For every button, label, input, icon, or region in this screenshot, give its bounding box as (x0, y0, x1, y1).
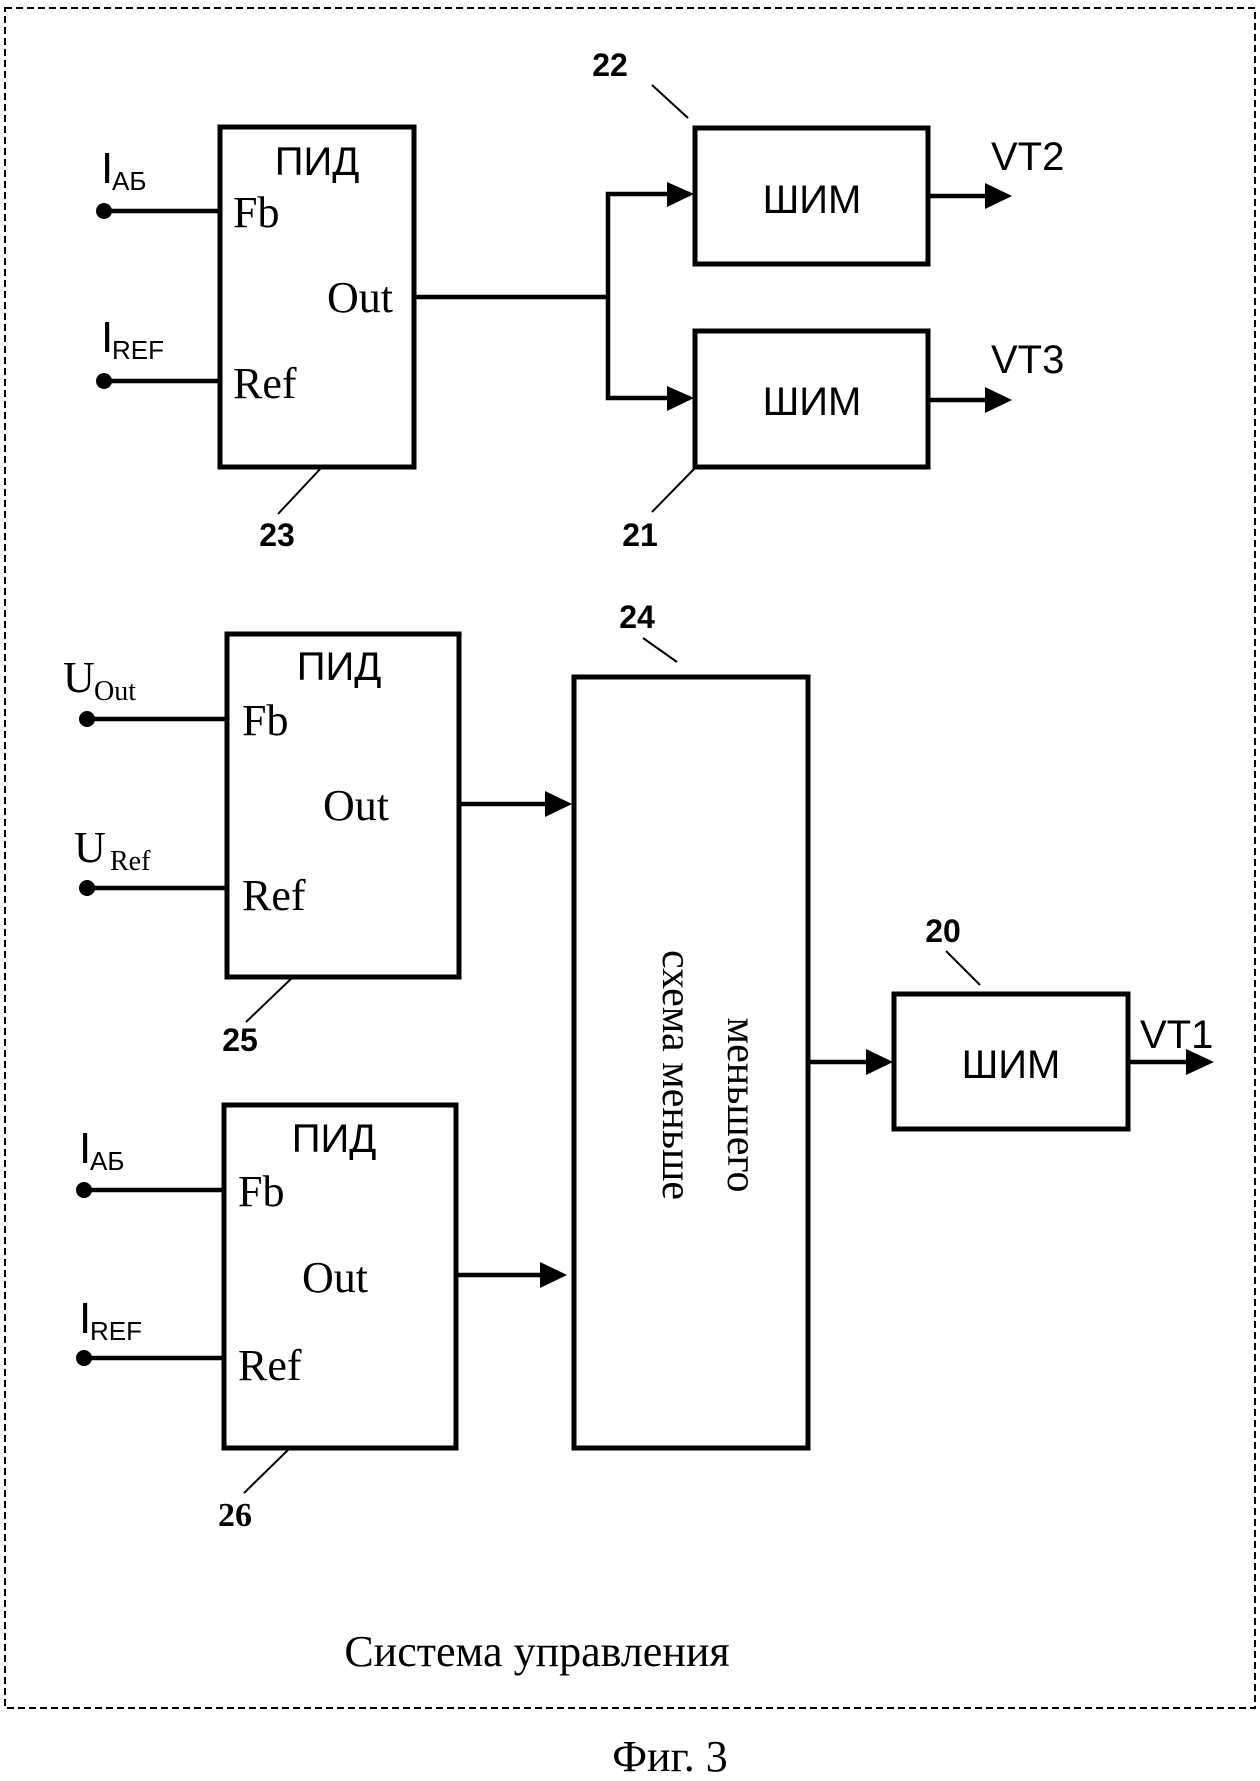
pid-25-port-ref: Ref (242, 871, 306, 920)
output-vt3-label: VT3 (991, 338, 1064, 382)
pid-23-port-out: Out (327, 273, 393, 322)
min-selector-label-line1: схема меньше (653, 950, 699, 1200)
pid-25-output-arrow (545, 791, 572, 817)
output-vt1-label: VT1 (1140, 1013, 1213, 1057)
pid-26-port-out: Out (302, 1253, 368, 1302)
pid-26-port-fb: Fb (238, 1167, 284, 1216)
pwm-22-label: ШИМ (763, 178, 862, 222)
input-label-sub: REF (90, 1316, 142, 1346)
pid-23-title: ПИД (275, 140, 360, 184)
pwm-22-block: ШИМ VT2 (695, 128, 1064, 264)
leader-line-22 (652, 85, 688, 118)
pwm-21-label: ШИМ (763, 380, 862, 424)
pid-26-title: ПИД (292, 1117, 377, 1161)
min-selector-label-line2: меньшего (718, 1017, 764, 1192)
pid-25-title: ПИД (297, 645, 382, 689)
pid-25-port-fb: Fb (242, 696, 288, 745)
pid-25-block: ПИД Fb Out Ref (227, 634, 459, 977)
top-pid-block: ПИД Fb Out Ref (220, 127, 414, 467)
pwm-20-block: ШИМ VT1 (894, 994, 1214, 1129)
input-label-sub: Out (94, 676, 136, 707)
arrow-to-pwm-21 (667, 386, 694, 411)
leader-line-26 (244, 1448, 290, 1493)
input-label-sub: АБ (90, 1146, 124, 1176)
frame-title: Система управления (344, 1627, 729, 1676)
leader-line-24 (643, 638, 677, 662)
pwm-21-block: ШИМ VT3 (695, 331, 1064, 467)
input-label-main: U (74, 823, 106, 872)
pid-23-port-ref: Ref (233, 359, 297, 408)
leader-line-23 (278, 467, 322, 514)
ref-number-20: 20 (925, 913, 961, 949)
input-label-sub: АБ (112, 166, 146, 196)
top-pid-output-wiring (414, 182, 694, 411)
pid-26-output-arrow (540, 1262, 567, 1288)
selector-output-arrow (866, 1049, 893, 1075)
output-vt2-label: VT2 (991, 135, 1064, 179)
input-iref-2: I REF (76, 1294, 224, 1366)
pwm-20-label: ШИМ (962, 1043, 1061, 1087)
input-uout: U Out (63, 653, 227, 727)
min-selector-block: схема меньше меньшего (574, 677, 808, 1448)
ref-number-25: 25 (222, 1022, 258, 1058)
ref-number-24: 24 (619, 599, 655, 635)
top-input-iref: I REF (96, 313, 220, 389)
control-system-frame (5, 8, 1255, 1708)
input-label-sub: REF (112, 335, 164, 365)
pwm-22-output-arrow (985, 183, 1012, 209)
branch-to-pwm-21 (608, 297, 690, 398)
ref-number-26: 26 (218, 1497, 252, 1534)
ref-number-22: 22 (592, 47, 628, 83)
pid-26-port-ref: Ref (238, 1341, 302, 1390)
ref-number-21: 21 (622, 517, 658, 553)
ref-number-23: 23 (259, 517, 295, 553)
leader-line-21 (652, 468, 695, 512)
arrow-to-pwm-22 (667, 182, 694, 207)
input-label-main: U (63, 653, 95, 702)
branch-to-pwm-22 (608, 194, 690, 297)
pid-25-port-out: Out (323, 781, 389, 830)
top-input-iab: I АБ (96, 144, 220, 219)
pid-26-block: ПИД Fb Out Ref (224, 1105, 456, 1448)
leader-line-25 (246, 976, 294, 1022)
input-label-sub: Ref (110, 846, 151, 877)
leader-line-20 (946, 951, 980, 985)
pwm-21-output-arrow (985, 387, 1012, 413)
pid-23-port-fb: Fb (233, 188, 279, 237)
figure-caption: Фиг. 3 (612, 1732, 727, 1781)
input-iab-2: I АБ (76, 1124, 224, 1198)
input-uref: U Ref (74, 823, 227, 896)
